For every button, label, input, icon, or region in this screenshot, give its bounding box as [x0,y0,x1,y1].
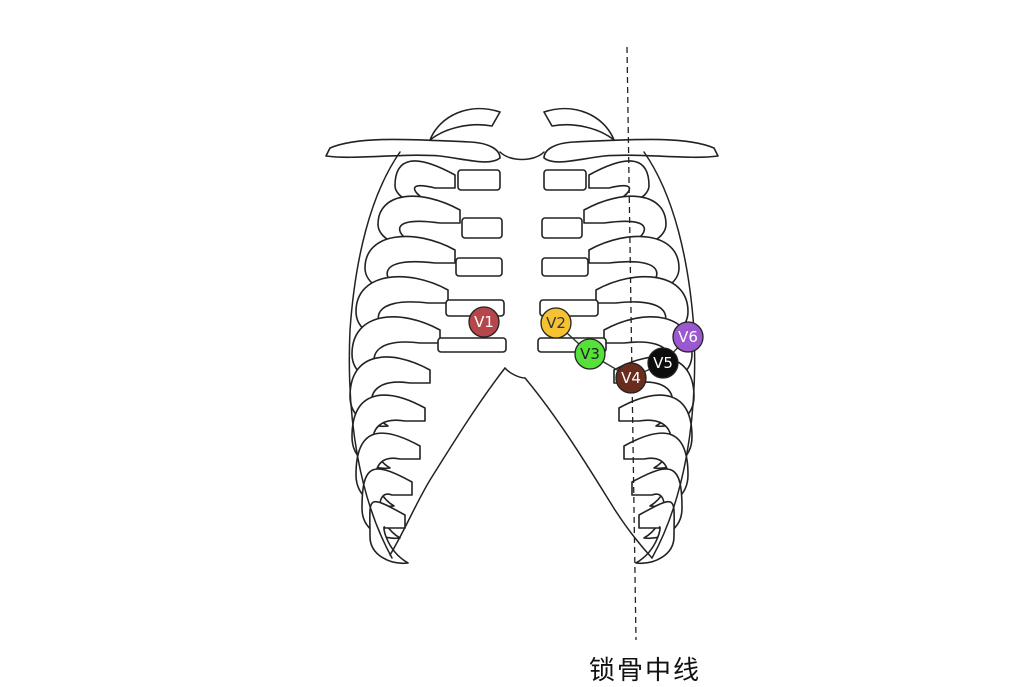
lead-v1-marker [468,306,500,338]
costal-margin-right [524,377,653,559]
sternal-notch [499,151,545,161]
lead-v5-marker [647,347,679,379]
lead-v2-label: V2 [546,314,566,332]
rib-right-10 [635,500,675,564]
costal-margin-left [389,367,506,556]
cartilage-left-3 [455,257,503,277]
xiphoid-outline [504,367,526,379]
lead-v6-label: V6 [678,328,698,346]
cartilage-left-1 [457,169,501,191]
lateral-contour-left [348,151,401,559]
first-rib-right [543,107,615,141]
lead-v5-label: V5 [653,354,673,372]
midclavicular-line-label: 锁骨中线 [588,656,701,686]
lead-v6-marker [672,321,704,353]
cartilage-left-2 [461,217,503,239]
cartilage-right-2 [541,217,583,239]
lead-v3-label: V3 [580,345,600,363]
midclavicular-line [626,46,637,641]
lead-v3-marker [574,338,606,370]
cartilage-right-3 [541,257,589,277]
clavicle-left [325,138,501,163]
cartilage-right-1 [543,169,587,191]
cartilage-left-5 [437,337,507,353]
lead-v4-marker [615,362,647,394]
ribcage-outline [325,107,719,564]
first-rib-left [429,107,501,141]
lead-v1-label: V1 [474,313,494,331]
lead-v2-marker [540,307,572,339]
clavicle-right [543,138,719,163]
rib-left-10 [369,500,409,564]
lead-v4-label: V4 [621,369,641,387]
